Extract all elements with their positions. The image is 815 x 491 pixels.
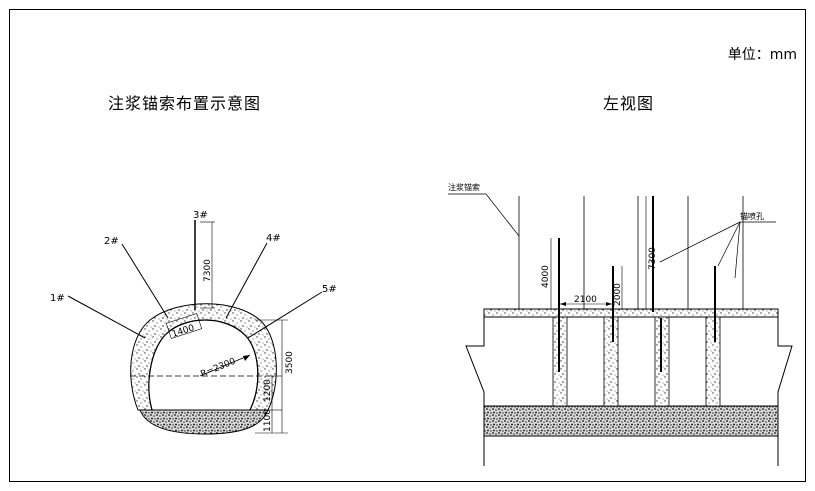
anchor-label-2: 2# bbox=[104, 236, 119, 247]
anchor-label-3: 3# bbox=[193, 210, 208, 221]
dim-anchor-length: 7300 bbox=[203, 259, 213, 282]
dim-long-length: 7300 bbox=[648, 247, 658, 270]
right-view-title: 左视图 bbox=[603, 94, 655, 113]
grout-hole-label: 锚喷孔 bbox=[740, 211, 764, 221]
drawing-frame bbox=[9, 9, 806, 482]
dim-spacing-right: 2100 bbox=[574, 295, 597, 305]
grout-column-4 bbox=[705, 316, 721, 407]
anchor-4-line bbox=[225, 242, 268, 319]
invert-fill bbox=[139, 409, 269, 435]
top-lining-slab bbox=[483, 308, 779, 318]
anchor-5-line bbox=[247, 291, 323, 339]
anchor-label-1: 1# bbox=[50, 293, 65, 304]
radius-arrow bbox=[243, 355, 250, 361]
dim-height-mid: 1200 bbox=[263, 379, 273, 402]
grout-hole-leader-1 bbox=[659, 221, 741, 263]
left-dimensions bbox=[165, 221, 288, 434]
bottom-invert-slab bbox=[483, 405, 779, 437]
grout-hole-leader-2 bbox=[717, 221, 741, 267]
anchor-lines bbox=[67, 220, 323, 339]
anchor-2-line bbox=[121, 243, 169, 319]
left-wall-outline bbox=[465, 309, 485, 406]
anchor-cable-leader bbox=[448, 193, 520, 237]
right-wall-outline bbox=[777, 309, 793, 406]
dim-depth-mid: 2000 bbox=[613, 283, 623, 306]
radius-line bbox=[199, 354, 251, 377]
anchor-cable-label: 注浆锚索 bbox=[448, 182, 480, 192]
anchor-1-line bbox=[67, 295, 146, 339]
anchor-label-5: 5# bbox=[322, 284, 337, 295]
dim-height-base: 1100 bbox=[263, 409, 273, 432]
dim-height-total: 3500 bbox=[285, 351, 295, 374]
left-view-title: 注浆锚索布置示意图 bbox=[108, 94, 262, 113]
tunnel-cross-section bbox=[130, 303, 277, 435]
dim-depth-left: 4000 bbox=[541, 265, 551, 288]
side-elevation bbox=[448, 193, 793, 466]
unit-label: 单位：mm bbox=[727, 47, 797, 63]
inner-excavation-line bbox=[148, 319, 259, 411]
grout-hole-leader-3 bbox=[734, 221, 741, 279]
anchor-label-4: 4# bbox=[266, 233, 281, 244]
grout-column-2 bbox=[603, 316, 619, 407]
